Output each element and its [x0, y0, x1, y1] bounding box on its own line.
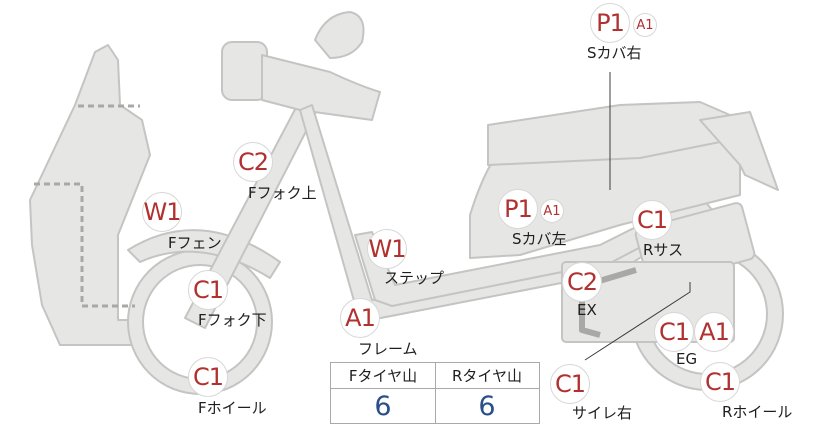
shield-seam-mid [34, 182, 135, 308]
front-tread-header: Fタイヤ山 [331, 363, 435, 389]
badge-muffler-right: C1 [550, 364, 590, 404]
exhaust-pipe [579, 290, 601, 338]
badge-f-wheel: C1 [188, 357, 228, 397]
badge-s-cover-left-1: P1 [498, 189, 538, 229]
label-r-wheel: Rホイール [722, 403, 793, 421]
badge-r-wheel: C1 [700, 362, 740, 402]
label-step: ステップ [384, 269, 445, 287]
badge-s-cover-left-2: A1 [540, 199, 564, 223]
label-f-fork-lower: Fフォク下 [198, 311, 267, 329]
label-r-suspension: Rサス [643, 241, 684, 259]
handlebar-body [261, 54, 381, 121]
headlight [221, 41, 268, 101]
badge-f-fork-upper: C2 [233, 142, 273, 182]
table-divider [435, 363, 436, 423]
label-s-cover-right: Sカバ右 [587, 44, 642, 62]
badge-s-cover-right-1: P1 [590, 3, 630, 43]
label-s-cover-left: Sカバ左 [512, 230, 567, 248]
badge-exhaust: C2 [562, 262, 602, 302]
badge-r-suspension: C1 [632, 200, 672, 240]
leg-shield [29, 44, 199, 346]
mirror [314, 11, 365, 59]
label-exhaust: EX [577, 301, 597, 319]
badge-step: W1 [367, 229, 407, 269]
label-engine: EG [676, 350, 698, 368]
rear-tread-header: Rタイヤ山 [435, 363, 539, 389]
label-frame: フレーム [358, 340, 418, 358]
leader-muffler [584, 282, 691, 361]
label-f-fender: Fフェン [168, 234, 222, 252]
label-f-fork-upper: Fフォク上 [248, 184, 317, 202]
badge-f-fork-lower: C1 [188, 270, 228, 310]
badge-s-cover-right-2: A1 [633, 13, 657, 37]
label-muffler-right: サイレ右 [572, 404, 633, 422]
badge-engine-1: C1 [654, 312, 694, 352]
badge-engine-2: A1 [694, 312, 734, 352]
front-tread-value: 6 [374, 390, 392, 422]
badge-frame: A1 [340, 298, 380, 338]
rear-body [699, 111, 779, 191]
badge-f-fender: W1 [142, 192, 182, 232]
tire-tread-table: Fタイヤ山 Rタイヤ山 6 6 [330, 362, 540, 424]
rear-tread-value: 6 [478, 390, 496, 422]
label-f-wheel: Fホイール [198, 399, 267, 417]
